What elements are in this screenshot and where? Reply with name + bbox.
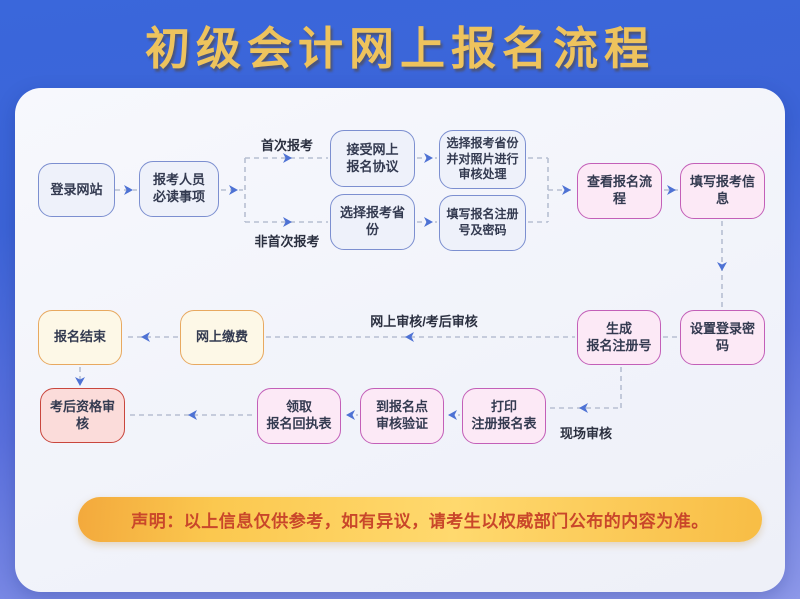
node-fill-reg-number: 填写报名注册 号及密码 [439, 195, 526, 251]
node-province-photo: 选择报考省份 并对照片进行 审核处理 [439, 130, 526, 189]
node-verify-at-point: 到报名点 审核验证 [360, 388, 444, 444]
node-login: 登录网站 [38, 163, 115, 217]
node-set-password: 设置登录密码 [680, 310, 765, 365]
node-must-read: 报考人员 必读事项 [139, 161, 219, 217]
node-pay-online: 网上缴费 [180, 310, 264, 365]
node-receive-receipt: 领取 报名回执表 [257, 388, 341, 444]
edge-label-onsite-review: 现场审核 [559, 426, 612, 441]
node-reg-end: 报名结束 [38, 310, 122, 365]
node-generate-reg-number: 生成 报名注册号 [577, 310, 661, 365]
node-post-exam-review: 考后资格审核 [40, 388, 125, 443]
node-accept-agreement: 接受网上 报名协议 [330, 130, 415, 187]
disclaimer-banner: 声明：以上信息仅供参考，如有异议，请考生以权威部门公布的内容为准。 [78, 497, 762, 542]
disclaimer-text: 声明：以上信息仅供参考，如有异议，请考生以权威部门公布的内容为准。 [131, 512, 709, 531]
node-fill-info: 填写报考信息 [680, 163, 765, 219]
page-title: 初级会计网上报名流程 [144, 22, 655, 75]
edge-label-online-review: 网上审核/考后审核 [370, 314, 478, 329]
node-print-form: 打印 注册报名表 [462, 388, 546, 444]
edge-label-non-first-time: 非首次报考 [254, 234, 320, 249]
node-select-province: 选择报考省份 [330, 194, 415, 250]
node-view-process: 查看报名流程 [577, 163, 662, 219]
edge-label-first-time: 首次报考 [260, 138, 313, 153]
